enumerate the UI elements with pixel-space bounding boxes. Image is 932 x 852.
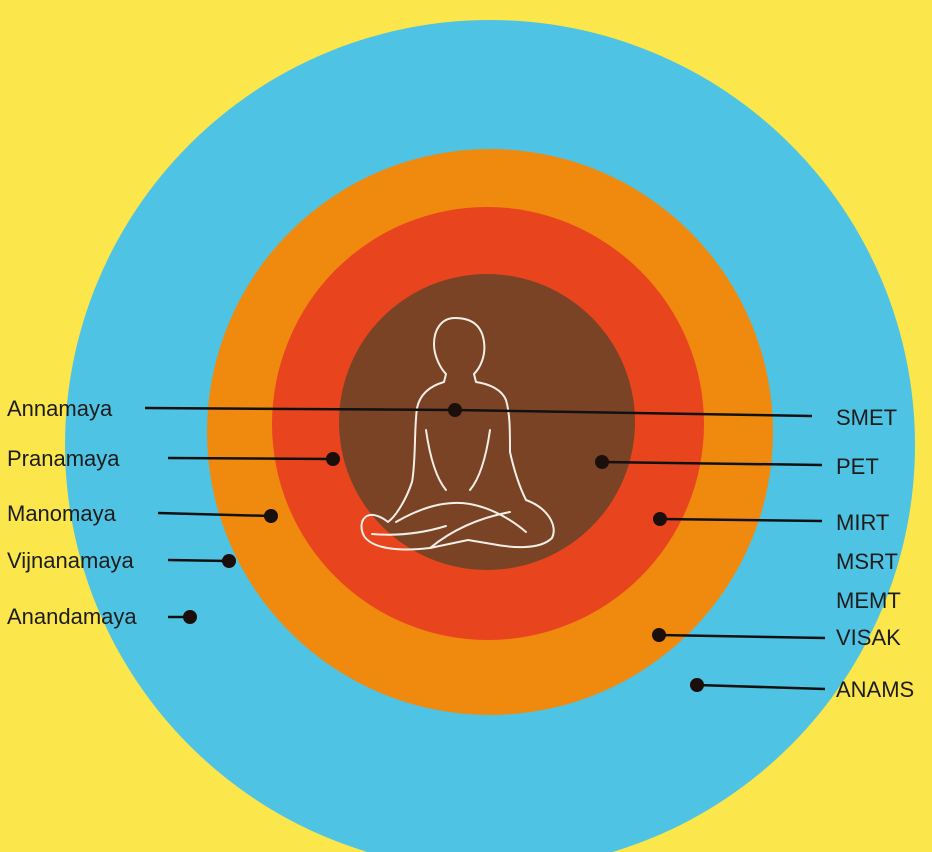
leader-vijnanamaya bbox=[168, 560, 229, 561]
label-pet: PET bbox=[836, 454, 879, 479]
leader-pranamaya bbox=[168, 458, 333, 459]
label-pranamaya: Pranamaya bbox=[7, 446, 120, 471]
label-vijnanamaya: Vijnanamaya bbox=[7, 548, 135, 573]
dot-manomaya bbox=[264, 509, 278, 523]
core-circle bbox=[339, 274, 635, 570]
dot-pet bbox=[595, 455, 609, 469]
label-mirt: MIRT bbox=[836, 510, 889, 535]
dot-anams bbox=[690, 678, 704, 692]
label-memt: MEMT bbox=[836, 588, 901, 613]
dot-pranamaya bbox=[326, 452, 340, 466]
dot-vijnanamaya bbox=[222, 554, 236, 568]
label-msrt: MSRT bbox=[836, 549, 898, 574]
label-manomaya: Manomaya bbox=[7, 501, 117, 526]
dot-anandamaya bbox=[183, 610, 197, 624]
label-annamaya: Annamaya bbox=[7, 396, 113, 421]
label-visak: VISAK bbox=[836, 625, 901, 650]
dot-annamaya bbox=[448, 403, 462, 417]
label-smet: SMET bbox=[836, 405, 897, 430]
label-anams: ANAMS bbox=[836, 677, 914, 702]
dot-mirt bbox=[653, 512, 667, 526]
label-anandamaya: Anandamaya bbox=[7, 604, 137, 629]
dot-visak bbox=[652, 628, 666, 642]
